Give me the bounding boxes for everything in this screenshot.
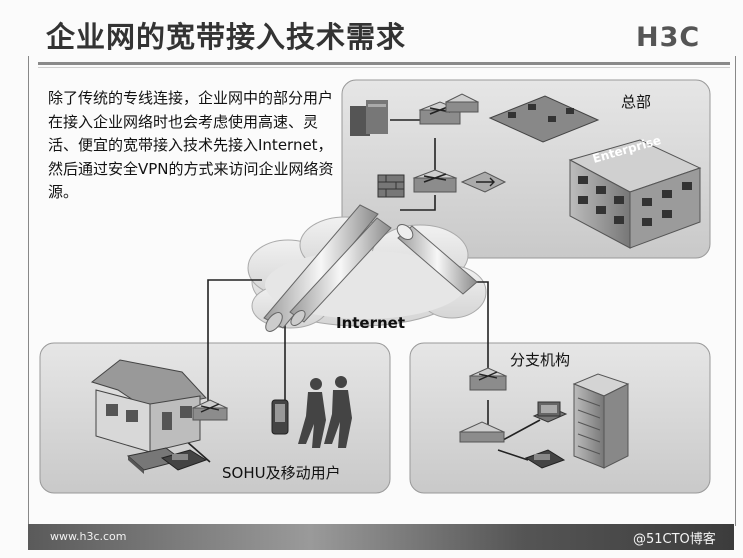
soho-house-icon — [90, 359, 207, 453]
title-rule-thin — [38, 67, 730, 68]
soho-router-icon — [191, 399, 229, 421]
hq-switch-icon — [444, 93, 480, 113]
slide-title: 企业网的宽带接入技术需求 — [46, 20, 407, 54]
mobile-users-icon — [298, 376, 352, 448]
vpn-tunnel-soho — [263, 204, 379, 332]
description-text: 除了传统的专线连接，企业网中的部分用户在接入企业网络时也会考虑使用高速、灵活、便… — [48, 89, 334, 201]
branch-label: 分支机构 — [510, 351, 571, 369]
vpn-tunnel-mobile — [289, 217, 392, 326]
vpn-tunnel-branch — [396, 224, 478, 295]
hq-lan-segment-icon — [488, 95, 600, 143]
hq-firewall-icon — [377, 174, 405, 198]
footer-watermark: @51CTO博客 — [633, 532, 716, 547]
branch-phone-icon — [524, 449, 566, 469]
hq-vpn-gateway-icon — [460, 171, 507, 193]
branch-router-icon — [468, 367, 508, 391]
soho-phone-icon — [160, 449, 208, 471]
hq-server-icon — [350, 100, 388, 136]
footer-bar — [28, 524, 734, 550]
branch-building-icon — [572, 373, 630, 469]
headquarters-label: 总部 — [621, 93, 652, 111]
slide-frame — [28, 56, 736, 526]
mobile-device-icon — [271, 399, 289, 435]
title-rule — [38, 62, 730, 65]
footer-url: www.h3c.com — [50, 530, 127, 543]
hq-enterprise-building-icon — [568, 139, 702, 249]
branch-pc-icon — [532, 401, 568, 423]
soho-label: SOHU及移动用户 — [222, 464, 341, 482]
branch-switch-icon — [458, 421, 506, 443]
connection-lines — [151, 119, 541, 463]
hq-vpn-router-icon — [412, 169, 458, 193]
h3c-logo: H3C — [636, 22, 701, 53]
internet-label: Internet — [336, 314, 406, 332]
